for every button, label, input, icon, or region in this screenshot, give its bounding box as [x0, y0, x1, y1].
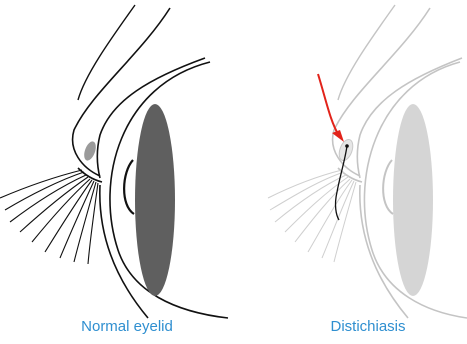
- normal-eyelid-caption: Normal eyelid: [47, 318, 207, 336]
- red-curved-arrow-icon: [318, 74, 344, 142]
- iris-faded: [393, 104, 433, 296]
- cornea-outline-faded: [383, 160, 393, 214]
- eyelashes-faded: [268, 170, 356, 262]
- distichiasis-caption: Distichiasis: [288, 318, 448, 336]
- abnormal-eyelash-root: [345, 144, 349, 148]
